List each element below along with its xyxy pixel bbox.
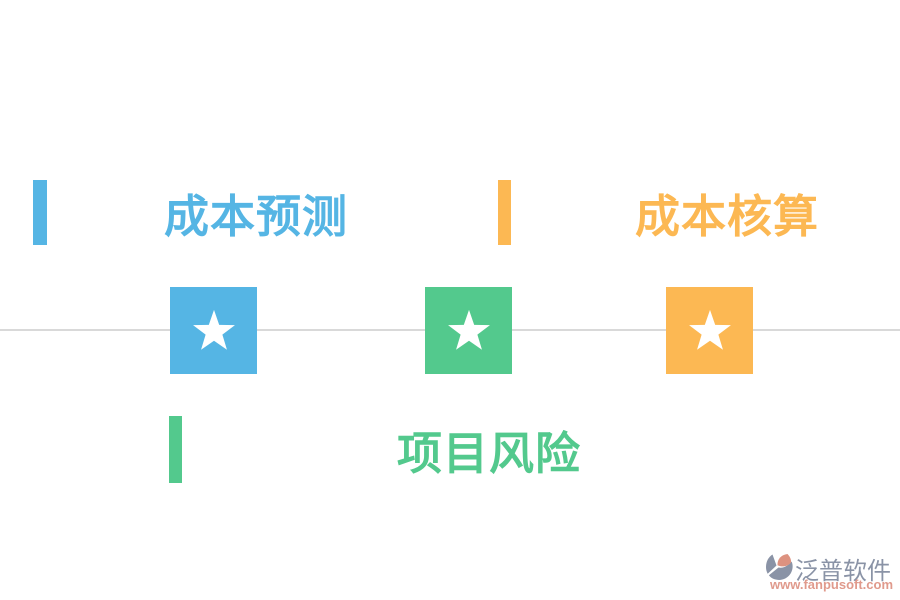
accent-bar-project-risk bbox=[169, 416, 182, 483]
fanpu-brand-text: 泛普软件 bbox=[795, 558, 891, 585]
fanpu-url-text: www.fanpusoft.com bbox=[770, 577, 894, 592]
timeline-node-cost-forecast bbox=[170, 287, 257, 374]
section-title-cost-accounting: 成本核算 bbox=[634, 191, 819, 242]
star-icon bbox=[191, 308, 237, 354]
accent-bar-cost-forecast bbox=[33, 180, 47, 245]
timeline-node-project-risk bbox=[425, 287, 512, 374]
section-title-project-risk: 项目风险 bbox=[396, 428, 581, 479]
star-icon bbox=[446, 308, 492, 354]
star-icon bbox=[687, 308, 733, 354]
accent-bar-cost-accounting bbox=[498, 180, 511, 245]
section-title-cost-forecast: 成本预测 bbox=[163, 191, 348, 242]
fanpu-logo-icon bbox=[764, 552, 794, 582]
timeline-node-cost-accounting bbox=[666, 287, 753, 374]
